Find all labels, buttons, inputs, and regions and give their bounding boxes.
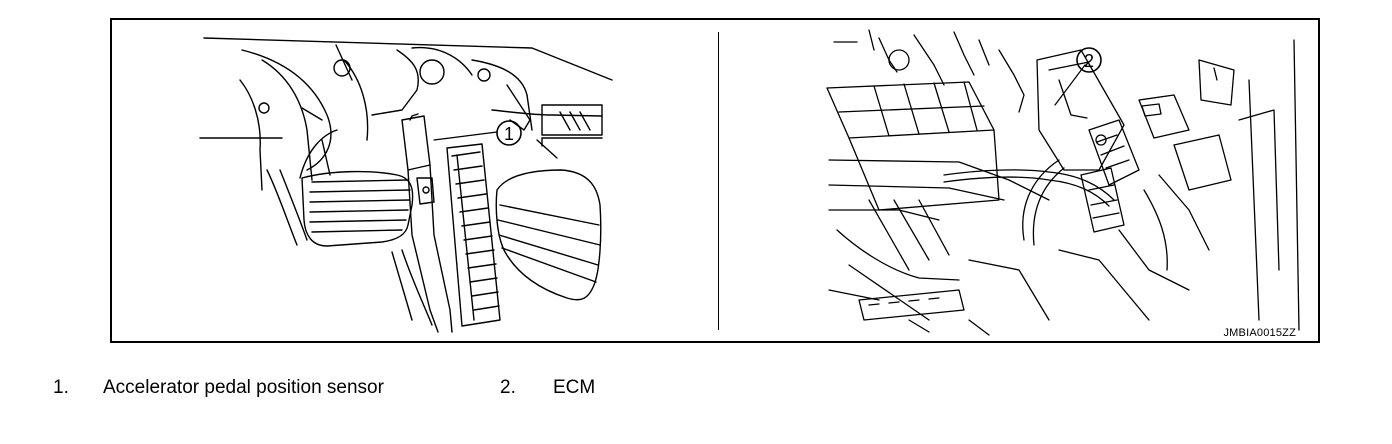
figure-legend: 1. Accelerator pedal position sensor 2. … (0, 377, 1392, 405)
figure-frame: 1 (110, 18, 1320, 343)
legend-number-1: 1. (53, 377, 69, 398)
legend-number-2: 2. (500, 377, 516, 398)
pedal-illustration: 1 (112, 20, 717, 341)
legend-label-2: ECM (553, 377, 596, 398)
callout-1: 1 (504, 124, 514, 144)
callout-2: 2 (1084, 51, 1094, 71)
figure-id-label: JMBIA0015ZZ (1223, 327, 1296, 339)
panel-divider (718, 32, 719, 330)
legend-label-1: Accelerator pedal position sensor (103, 377, 384, 398)
ecm-illustration: 2 JMBIA0015ZZ (719, 20, 1318, 341)
